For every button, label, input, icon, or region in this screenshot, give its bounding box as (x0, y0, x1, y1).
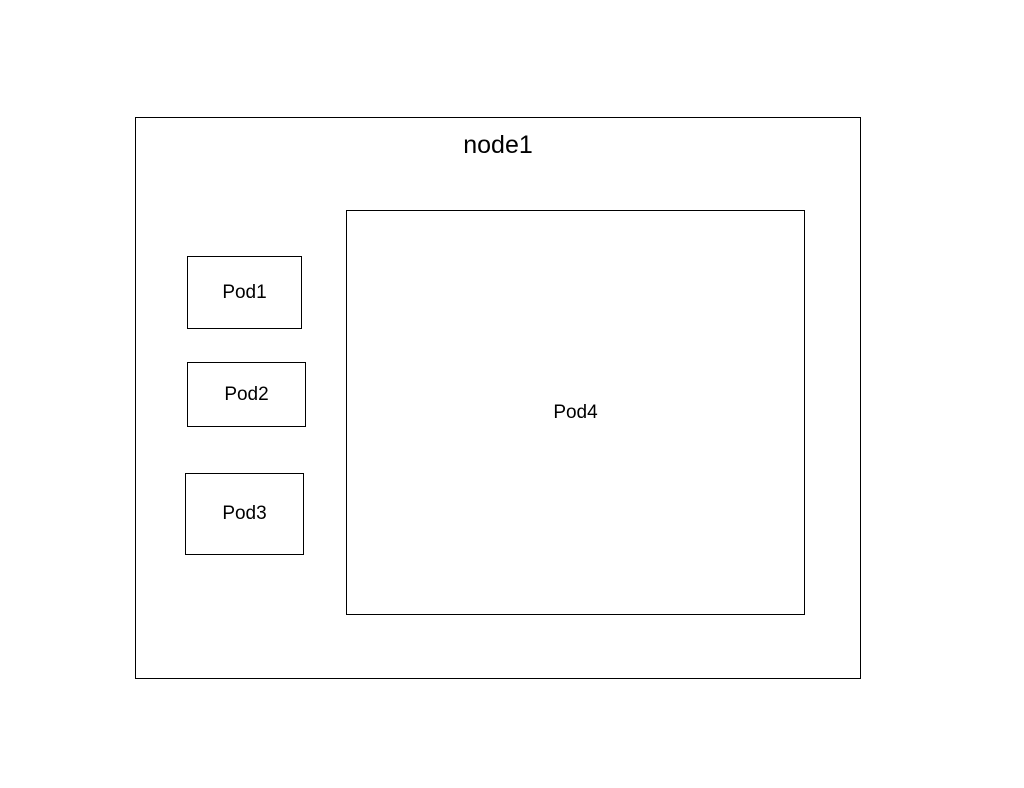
node-title: node1 (463, 131, 533, 159)
pod-label-4: Pod4 (553, 401, 598, 423)
pod-box-1: Pod1 (187, 256, 302, 329)
pod-box-4: Pod4 (346, 210, 805, 615)
pod-label-1: Pod1 (222, 281, 267, 303)
pod-box-2: Pod2 (187, 362, 306, 427)
pod-box-3: Pod3 (185, 473, 304, 555)
pod-label-3: Pod3 (222, 503, 267, 524)
pod-label-2: Pod2 (224, 383, 269, 405)
